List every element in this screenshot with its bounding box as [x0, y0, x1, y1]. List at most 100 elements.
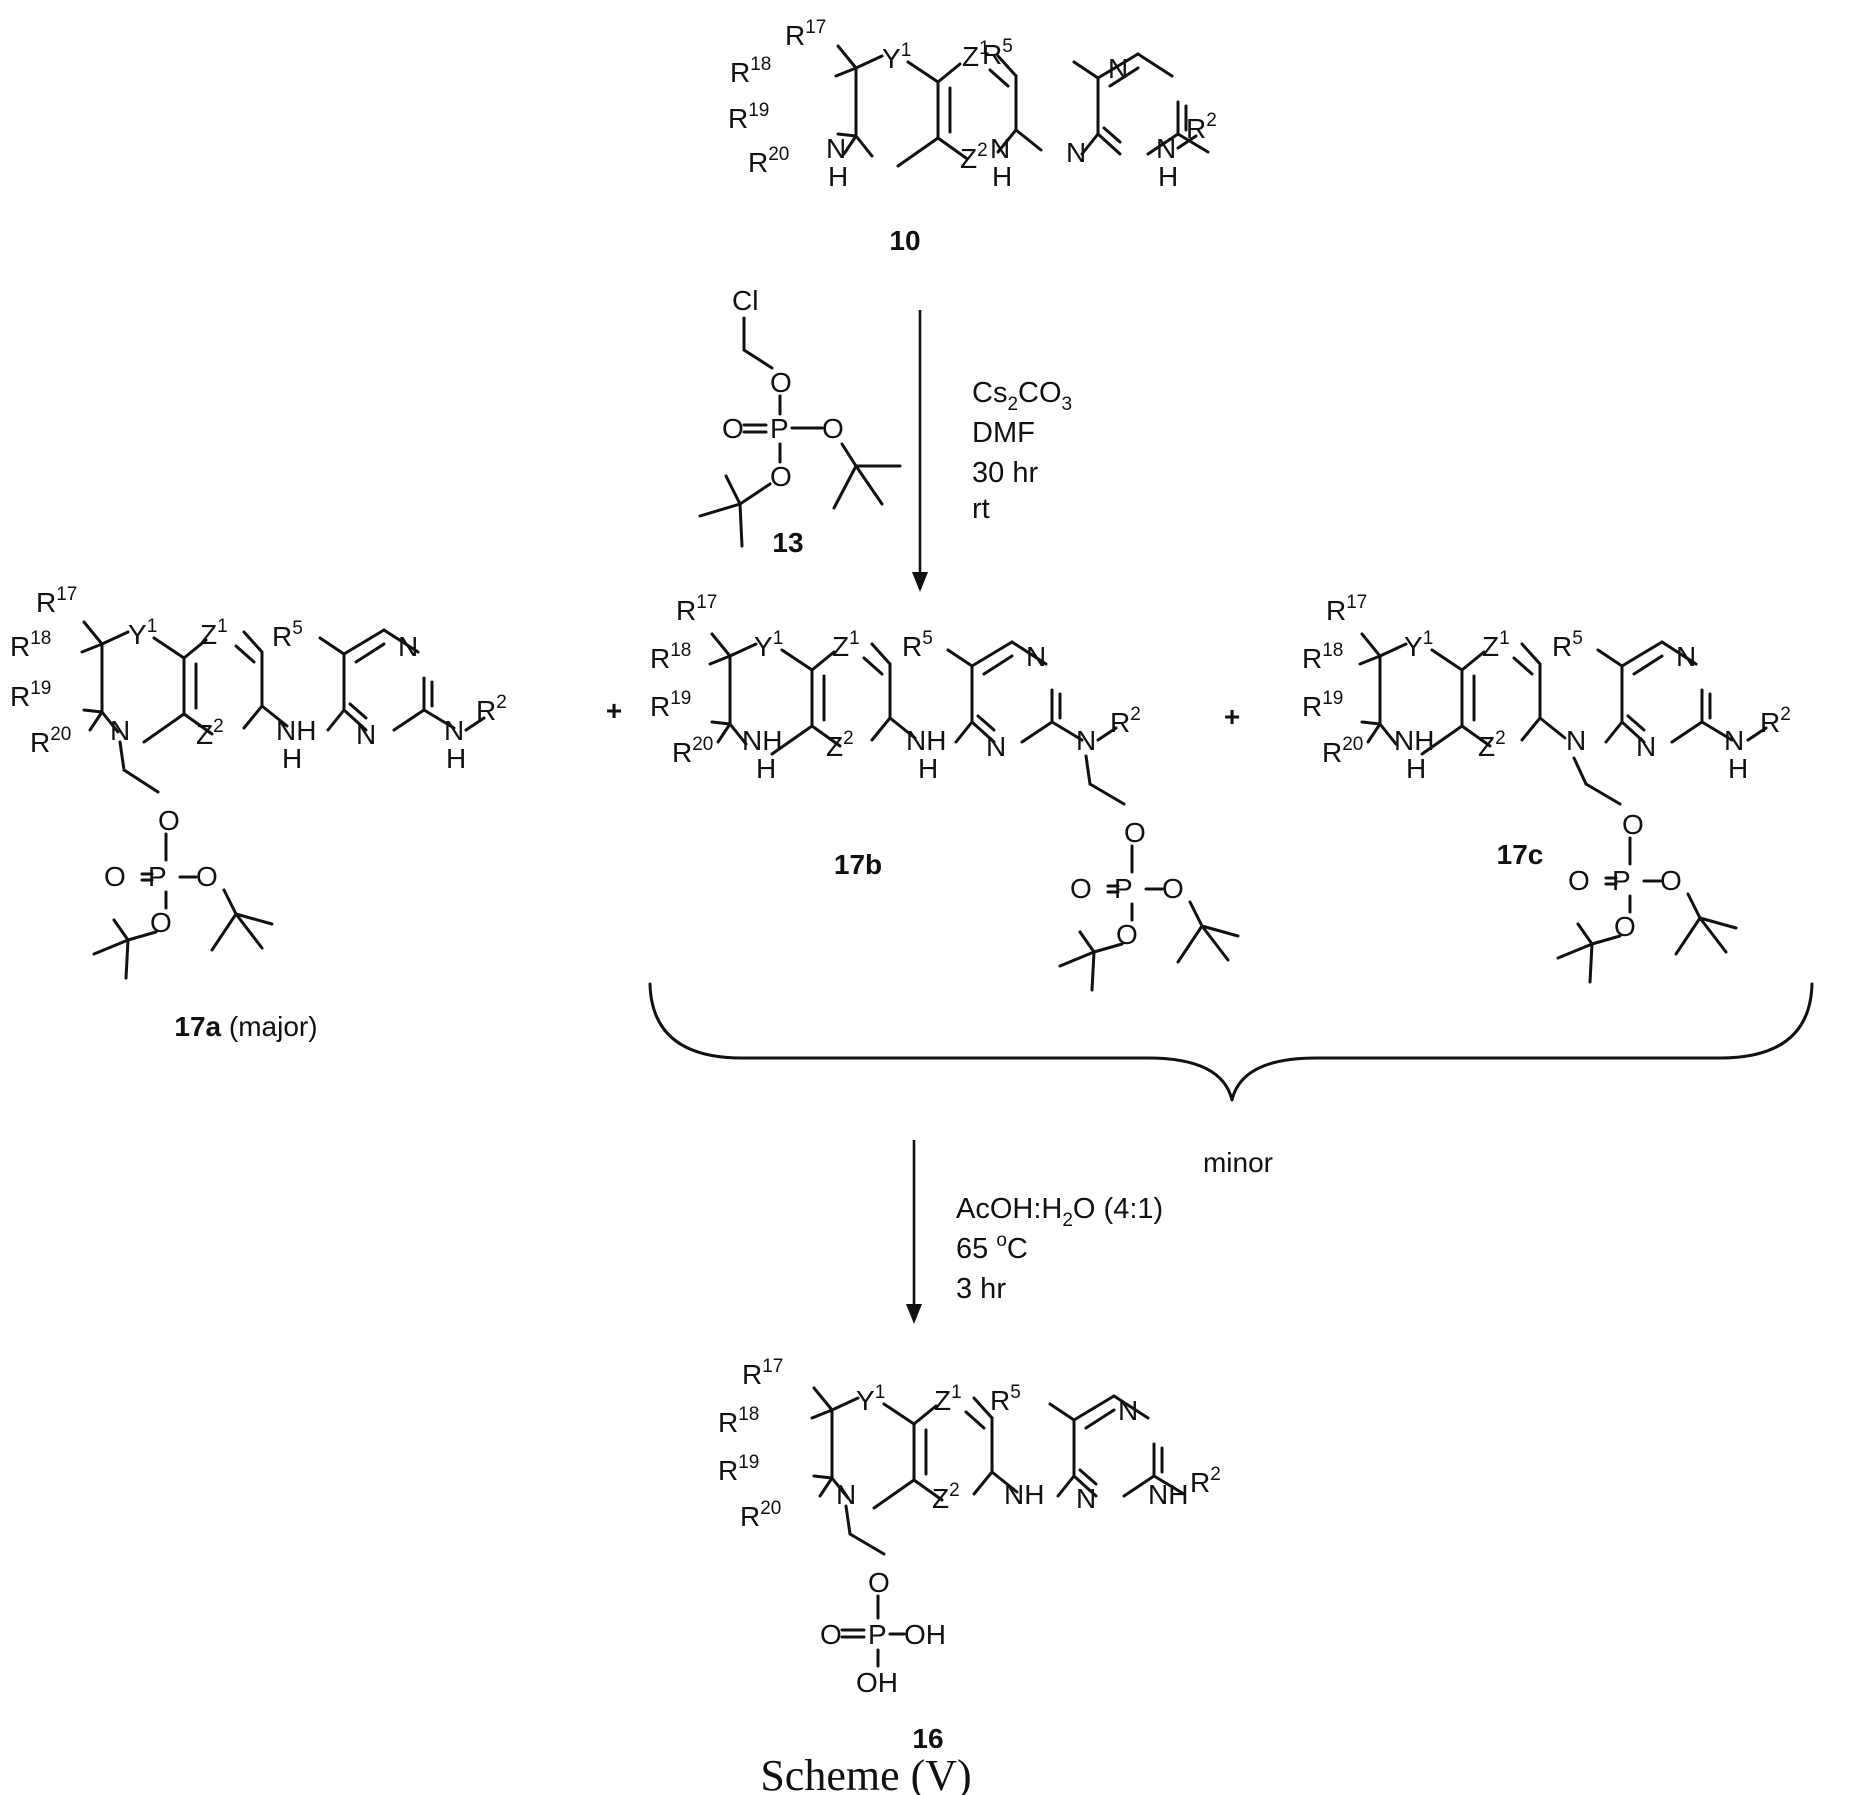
atom-Z2: Z2	[1478, 728, 1506, 762]
atom-N: N	[1076, 725, 1096, 756]
reaction-time: 3 hr	[956, 1273, 1006, 1305]
atom-NH: NH	[276, 715, 316, 746]
plus-sign: +	[1224, 701, 1240, 732]
atom-N: N	[444, 715, 464, 746]
atom-O: O	[104, 861, 126, 892]
compound-label-10: 10	[889, 225, 920, 256]
atom-R17: R17	[742, 1356, 783, 1390]
atom-O: O	[196, 861, 218, 892]
atom-R18: R18	[1302, 640, 1343, 674]
atom-O: O	[820, 1619, 842, 1650]
atom-Z1: Z1	[934, 1382, 962, 1416]
atom-H: H	[992, 161, 1012, 192]
atom-N: N	[990, 133, 1010, 164]
atom-N: N	[1076, 1483, 1096, 1514]
atom-N: N	[1118, 1395, 1138, 1426]
minor-label: minor	[1203, 1147, 1273, 1178]
compound-13-structure: Cl O P O O O	[700, 285, 900, 546]
atom-NH: NH	[742, 725, 782, 756]
atom-Z1: Z1	[200, 616, 228, 650]
atom-Z1: Z1	[1482, 628, 1510, 662]
atom-O: O	[722, 413, 744, 444]
atom-N: N	[356, 719, 376, 750]
plus-sign: +	[606, 695, 622, 726]
atom-N: N	[1026, 641, 1046, 672]
atom-Z2: Z2	[960, 140, 988, 174]
reaction-temperature: 65 oC	[956, 1230, 1028, 1265]
atom-O: O	[1070, 873, 1092, 904]
reaction-temperature: rt	[972, 493, 990, 525]
atom-R5: R5	[1552, 628, 1583, 662]
atom-P: P	[1114, 873, 1133, 904]
atom-O: O	[1124, 817, 1146, 848]
atom-O: O	[822, 413, 844, 444]
compound-17c-structure: R17 R18 R19 R20 Y1 Z1 Z2 NH H N R5 N N N…	[1302, 592, 1791, 982]
scheme-caption: Scheme (V)	[760, 1751, 971, 1795]
atom-OH: OH	[856, 1667, 898, 1698]
atom-Z2: Z2	[932, 1480, 960, 1514]
atom-R20: R20	[748, 144, 789, 178]
atom-R2: R2	[1110, 704, 1141, 738]
atom-O: O	[868, 1567, 890, 1598]
atom-R19: R19	[728, 100, 769, 134]
atom-O: O	[1162, 873, 1184, 904]
atom-R5: R5	[990, 1382, 1021, 1416]
atom-R18: R18	[730, 54, 771, 88]
atom-N: N	[1156, 133, 1176, 164]
arrowhead	[912, 572, 928, 592]
atom-OH: OH	[904, 1619, 946, 1650]
reaction-time: 30 hr	[972, 457, 1038, 489]
atom-R2: R2	[1190, 1464, 1221, 1498]
atom-Y1: Y1	[856, 1382, 885, 1416]
compound-label-17c: 17c	[1497, 839, 1544, 870]
atom-O: O	[1568, 865, 1590, 896]
atom-NH: NH	[1148, 1479, 1188, 1510]
atom-O: O	[1614, 911, 1636, 942]
atom-N: N	[826, 133, 846, 164]
atom-Y1: Y1	[882, 40, 911, 74]
atom-H: H	[282, 743, 302, 774]
compound-label-17b: 17b	[834, 849, 882, 880]
atom-R18: R18	[650, 640, 691, 674]
atom-R20: R20	[1322, 734, 1363, 768]
atom-Y1: Y1	[128, 616, 157, 650]
atom-O: O	[1116, 919, 1138, 950]
compound-17b-structure: R17 R18 R19 R20 Y1 Z1 Z2 NH H NH H R5 N …	[650, 592, 1238, 990]
compound-16-structure: R17 R18 R19 R20 Y1 Z1 Z2 N NH R5 N N NH …	[718, 1356, 1221, 1698]
atom-Y1: Y1	[754, 628, 783, 662]
atom-O: O	[158, 805, 180, 836]
atom-N: N	[1566, 725, 1586, 756]
atom-R17: R17	[36, 584, 77, 618]
compound-label-16: 16	[912, 1723, 943, 1754]
arrowhead	[906, 1304, 922, 1324]
atom-Z2: Z2	[196, 716, 224, 750]
atom-R19: R19	[718, 1452, 759, 1486]
atom-R20: R20	[30, 724, 71, 758]
atom-O: O	[150, 907, 172, 938]
reagent-base: Cs2CO3	[972, 377, 1072, 415]
atom-N: N	[398, 631, 418, 662]
atom-R5: R5	[272, 618, 303, 652]
atom-NH: NH	[1004, 1479, 1044, 1510]
atom-Y1: Y1	[1404, 628, 1433, 662]
atom-P: P	[1612, 865, 1631, 896]
atom-N: N	[1108, 53, 1128, 84]
compound-17a-structure: R17 R18 R19 R20 Y1 Z1 Z2 N NH H R5 N N N…	[10, 584, 507, 978]
atom-R2: R2	[1760, 704, 1791, 738]
atom-Z1: Z1	[832, 628, 860, 662]
atom-N: N	[1676, 641, 1696, 672]
atom-P: P	[148, 861, 167, 892]
compound-label-13: 13	[772, 527, 803, 558]
atom-R18: R18	[718, 1404, 759, 1438]
atom-O: O	[770, 461, 792, 492]
atom-O: O	[1622, 809, 1644, 840]
reagent-solvent-mixture: AcOH:H2O (4:1)	[956, 1193, 1163, 1231]
atom-R19: R19	[10, 678, 51, 712]
atom-H: H	[756, 753, 776, 784]
atom-N: N	[1636, 731, 1656, 762]
atom-P: P	[770, 413, 789, 444]
atom-H: H	[1728, 753, 1748, 784]
atom-H: H	[918, 753, 938, 784]
atom-P: P	[868, 1619, 887, 1650]
